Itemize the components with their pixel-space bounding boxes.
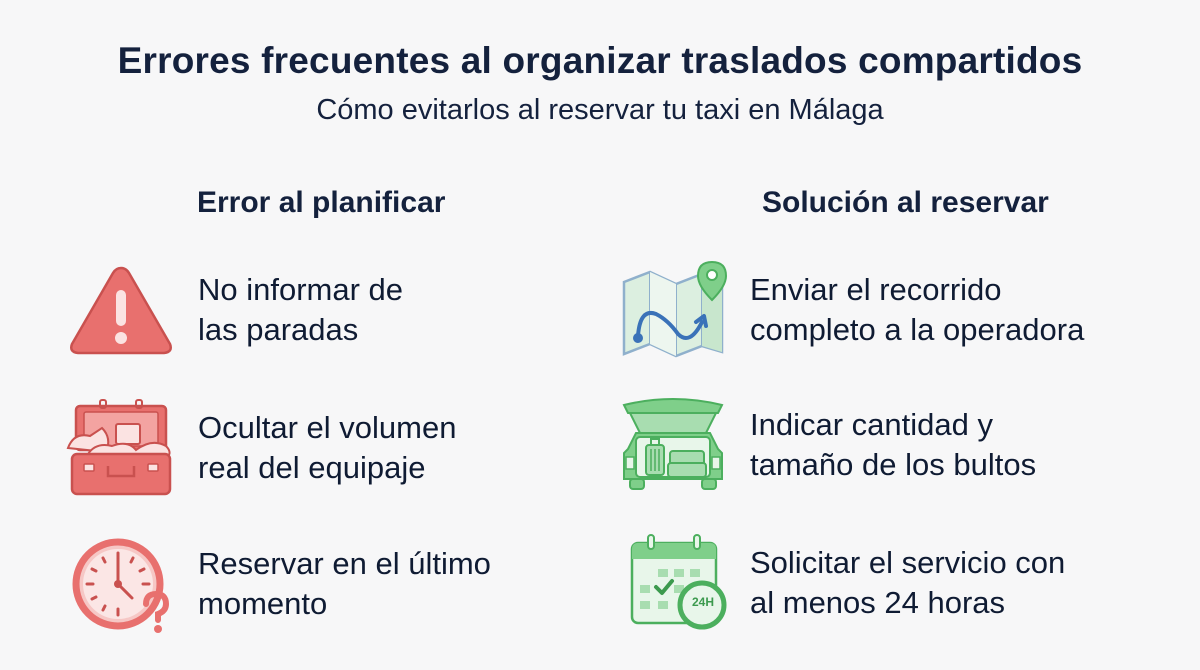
- solution-item-route: Enviar el recorrido completo a la operad…: [618, 260, 1084, 360]
- solution-text-line1: Enviar el recorrido: [750, 272, 1002, 307]
- error-item-last-minute: Reservar en el último momento: [66, 534, 491, 634]
- 24h-badge-label: 24H: [691, 595, 714, 609]
- errors-column-heading: Error al planificar: [197, 186, 446, 219]
- page-subtitle: Cómo evitarlos al reservar tu taxi en Má…: [316, 94, 884, 126]
- clock-question-icon: [66, 534, 176, 634]
- solutions-column-heading: Solución al reservar: [762, 186, 1049, 219]
- solution-text-line2: al menos 24 horas: [750, 585, 1006, 620]
- error-item-stops: No informar de las paradas: [66, 260, 403, 360]
- error-text-line2: las paradas: [198, 312, 359, 347]
- solution-item-24h: 24H Solicitar el servicio con al menos 2…: [618, 533, 1065, 633]
- warning-triangle-icon: [66, 260, 176, 360]
- solution-text-line1: Solicitar el servicio con: [750, 545, 1066, 580]
- error-text-line1: Ocultar el volumen: [198, 410, 457, 445]
- solution-text-line1: Indicar cantidad y: [750, 407, 993, 442]
- car-trunk-luggage-icon: [618, 395, 728, 495]
- solution-text-line2: completo a la operadora: [750, 312, 1085, 347]
- solution-item-trunk: Indicar cantidad y tamaño de los bultos: [618, 395, 1036, 495]
- map-route-pin-icon: [618, 260, 728, 360]
- overflowing-suitcase-icon: [66, 398, 176, 498]
- error-text-line2: real del equipaje: [198, 450, 426, 485]
- solution-text-line2: tamaño de los bultos: [750, 447, 1037, 482]
- page-title: Errores frecuentes al organizar traslado…: [117, 40, 1083, 81]
- error-text-line1: No informar de: [198, 272, 404, 307]
- error-item-luggage: Ocultar el volumen real del equipaje: [66, 398, 456, 498]
- error-text-line2: momento: [198, 586, 328, 621]
- error-text-line1: Reservar en el último: [198, 546, 491, 581]
- calendar-24h-icon: 24H: [618, 533, 728, 633]
